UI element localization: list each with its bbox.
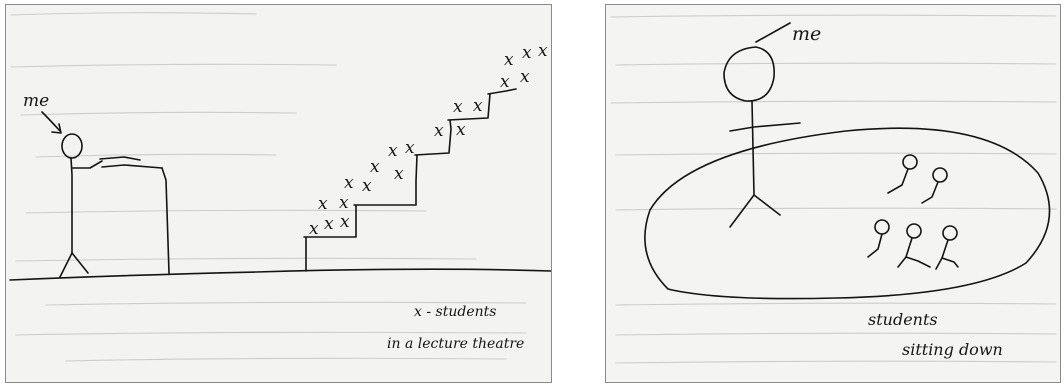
bleed-through-lines [10,12,527,362]
caption-line-sitting-down: sitting down [902,340,1003,359]
student-figure [867,219,890,258]
student-mark: x [522,43,532,63]
tiered-seating [303,88,517,272]
student-mark: x [362,176,372,196]
students-sitting-sketch-panel: me [605,4,1061,383]
me-arrow-head [51,123,62,134]
me-label: me [23,91,49,111]
student-mark: x [453,97,463,117]
me-pointer [755,22,791,43]
student-figure [921,167,948,204]
lecturer-stick-figure [723,46,801,228]
floor-line [9,268,551,281]
lectern [99,156,170,274]
bleed-through-lines [610,14,1057,364]
student-mark: x [324,214,334,234]
me-arrow [41,111,61,132]
student-mark: x [344,173,354,193]
student-mark: x [388,141,398,161]
student-mark: x [520,67,530,87]
student-mark: x [500,72,510,92]
caption-line-students: students [868,310,938,329]
me-label: me [792,23,821,45]
student-mark: x [370,157,380,177]
lecture-theatre-sketch-panel: me x x [5,4,552,383]
lecture-theatre-sketch: me x x [9,12,551,362]
student-mark: x [504,50,514,70]
student-mark: x [473,96,483,116]
student-mark: x [538,41,548,61]
seated-students [867,154,959,270]
student-figure [935,225,959,270]
legend-line-lecture-theatre: in a lecture theatre [387,336,524,352]
student-mark: x [339,193,349,213]
student-figure [887,154,918,194]
student-mark: x [434,121,444,141]
student-marks: x x x x x x x x x x x x x x x x x x x x [309,41,548,239]
student-mark: x [318,194,328,214]
student-mark: x [405,138,415,158]
students-area-oval [644,127,1051,300]
student-mark: x [394,164,404,184]
student-mark: x [456,120,466,140]
student-mark: x [340,212,350,232]
student-mark: x [309,219,319,239]
student-figure [897,223,931,268]
students-sitting-sketch: me [610,14,1057,364]
lecturer-stick-figure [59,133,103,278]
legend-line-students: x - students [414,304,496,320]
